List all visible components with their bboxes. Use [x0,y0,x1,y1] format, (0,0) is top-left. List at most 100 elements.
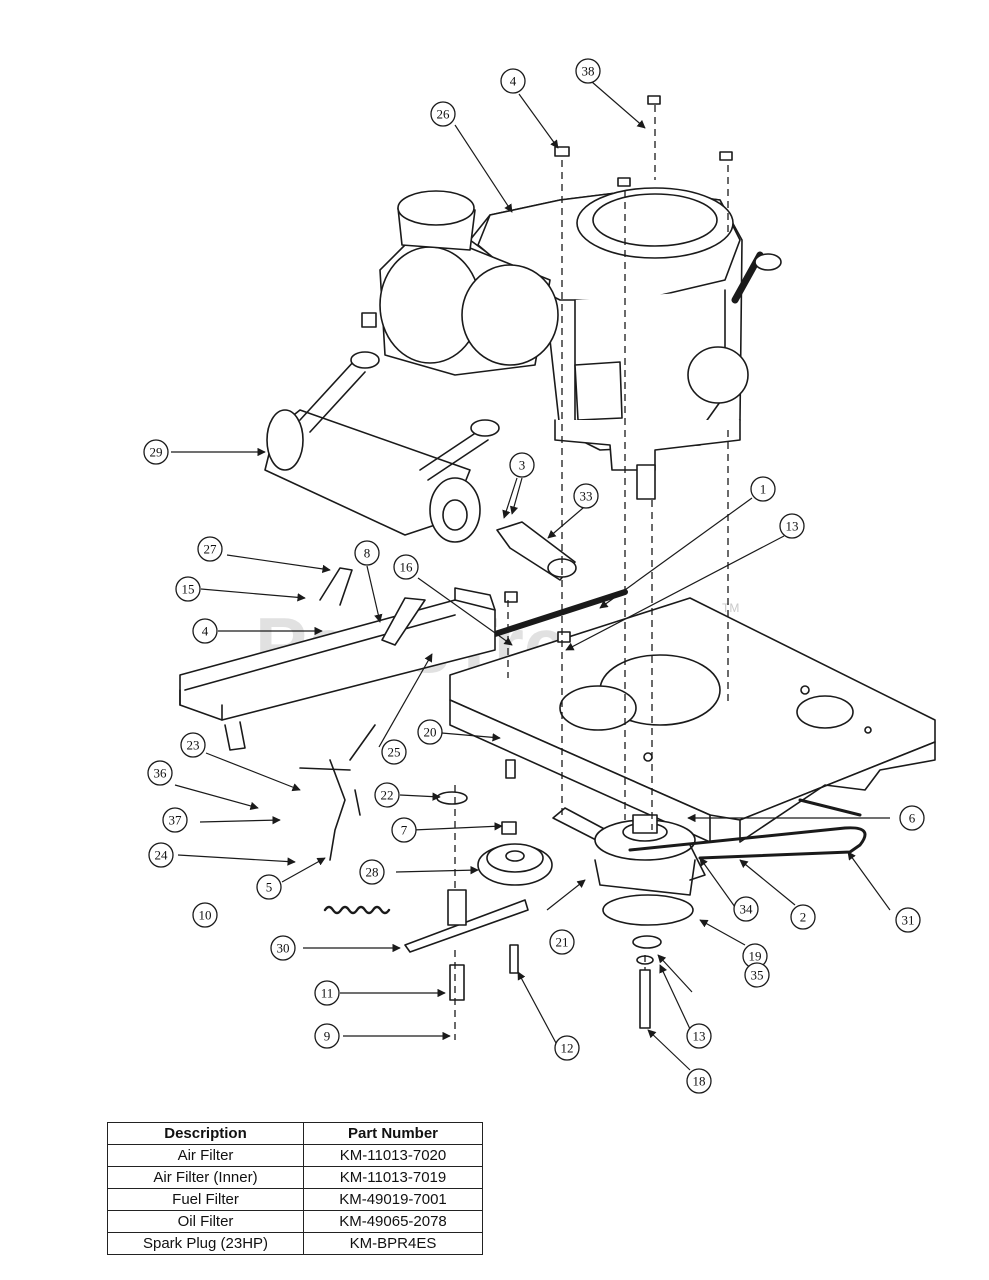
callout-label: 35 [751,968,764,983]
callout-circle [500,68,526,94]
callout-circle [417,719,443,745]
callout-label: 21 [556,935,569,950]
callout-circle [391,817,417,843]
callout-label: 29 [150,445,163,460]
callout-circle [175,576,201,602]
clutch-assembly [552,807,706,949]
callout-circle [314,980,340,1006]
callout-label: 30 [277,941,290,956]
callout-label: 5 [266,880,273,895]
callout-circle [270,935,296,961]
callout-label: 22 [381,788,394,803]
callout-circle [733,896,759,922]
callout-label: 1 [760,482,767,497]
idler-arm [404,889,529,953]
callout-label: 26 [437,107,451,122]
parts-table: Description Part Number Air Filter KM-11… [107,1122,483,1255]
callout-label: 7 [401,823,408,838]
callout-circle [899,805,925,831]
callout-circle [509,452,535,478]
callout-circle [197,536,223,562]
callout-label: 4 [510,74,517,89]
callout-circle [744,962,770,988]
callout-label: 13 [693,1029,706,1044]
spring [323,905,391,915]
parts-diagram: PartsTree TM [143,58,936,1094]
callout-circle [381,739,407,765]
callout-label: 36 [154,766,168,781]
table-header-row: Description Part Number [107,1122,483,1145]
row-description: Oil Filter [107,1210,304,1233]
callout-label: 23 [187,738,200,753]
callout-label: 12 [561,1041,574,1056]
callout-circle [192,618,218,644]
callout-label: 13 [786,519,799,534]
callout-label: 10 [199,908,212,923]
table-row: Air Filter (Inner) KM-11013-7019 [107,1166,483,1189]
deck-plate [449,597,936,843]
exhaust-pipe [496,521,577,581]
callout-circle [573,483,599,509]
callout-label: 4 [202,624,209,639]
callout-circle [779,513,805,539]
table-row: Fuel Filter KM-49019-7001 [107,1188,483,1211]
callout-circle [393,554,419,580]
watermark-tm: TM [722,601,739,615]
callout-label: 18 [693,1074,706,1089]
callout-label: 28 [366,865,379,880]
callout-circle [143,439,169,465]
callout-group: 1234456789101112131315161819202122232425… [143,58,925,1094]
row-description: Fuel Filter [107,1188,304,1211]
table-row: Oil Filter KM-49065-2078 [107,1210,483,1233]
header-part-number: Part Number [303,1122,483,1145]
callout-circle [148,842,174,868]
callout-circle [549,929,575,955]
callout-label: 38 [582,64,595,79]
callout-circle [180,732,206,758]
belt [628,826,867,860]
callout-circle [314,1023,340,1049]
idler-pulley [477,843,553,886]
callout-circle [147,760,173,786]
table-row: Air Filter KM-11013-7020 [107,1144,483,1167]
callout-circle [750,476,776,502]
row-part-number: KM-49065-2078 [303,1210,483,1233]
callout-label: 34 [740,902,754,917]
callout-label: 33 [580,489,593,504]
callout-circle [192,902,218,928]
engine [361,187,782,500]
callout-circle [354,540,380,566]
row-part-number: KM-49019-7001 [303,1188,483,1211]
callout-label: 6 [909,811,916,826]
callout-label: 15 [182,582,195,597]
callout-circle [686,1023,712,1049]
callout-label: 11 [321,986,334,1001]
callout-label: 31 [902,913,915,928]
clutch-bolt [639,969,651,1029]
callout-label: 20 [424,725,437,740]
muffler [264,351,500,543]
row-description: Air Filter (Inner) [107,1166,304,1189]
callout-circle [575,58,601,84]
table-row: Spark Plug (23HP) KM-BPR4ES [107,1232,483,1255]
row-part-number: KM-11013-7020 [303,1144,483,1167]
callout-label: 37 [169,813,183,828]
callout-circle [359,859,385,885]
callout-circle [554,1035,580,1061]
callout-label: 27 [204,542,218,557]
linkage [329,759,346,861]
callout-circle [374,782,400,808]
row-part-number: KM-11013-7019 [303,1166,483,1189]
callout-label: 25 [388,745,401,760]
callout-circle [256,874,282,900]
callout-circle [790,904,816,930]
row-description: Spark Plug (23HP) [107,1232,304,1255]
callout-label: 24 [155,848,169,863]
callout-label: 2 [800,910,807,925]
header-description: Description [107,1122,304,1145]
callout-label: 9 [324,1029,331,1044]
callout-circle [686,1068,712,1094]
row-part-number: KM-BPR4ES [303,1232,483,1255]
callout-label: 3 [519,458,526,473]
control-bracket [179,567,496,751]
